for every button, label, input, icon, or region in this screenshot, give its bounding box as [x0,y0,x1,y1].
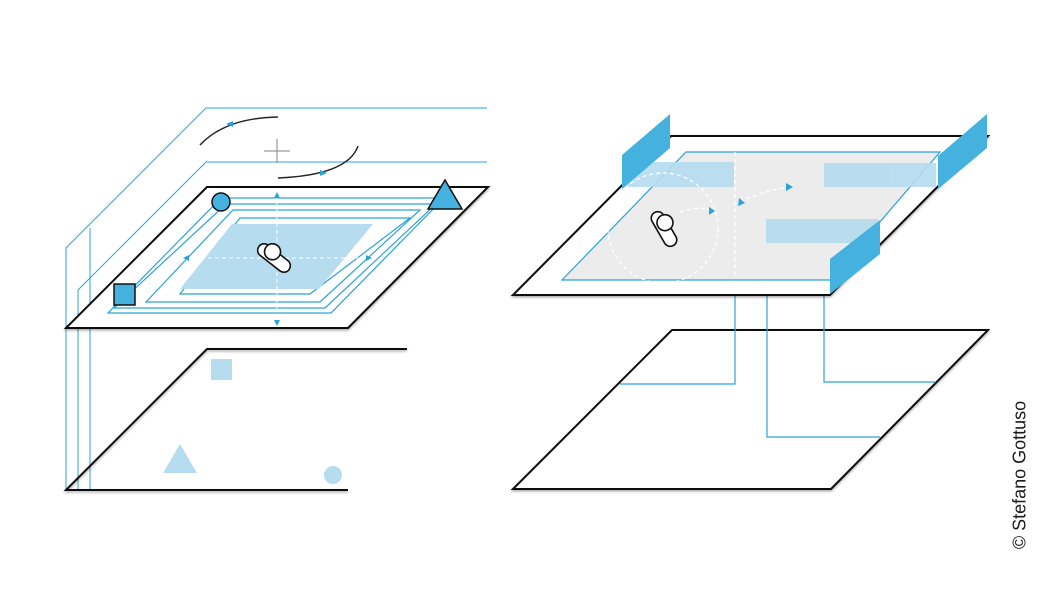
drop-connectors [620,262,935,438]
ghost-triangle [163,444,197,473]
ghost-circle [324,466,342,484]
square-marker [113,283,136,306]
right-diagram [510,114,991,490]
side-tabs [622,114,987,294]
cursor-hand-icon [256,242,292,273]
direction-arrows [709,183,793,215]
arrow-head [226,121,233,127]
ghost-square [211,359,232,380]
arrow-head [320,170,327,176]
nested-frames [106,197,446,314]
triangle-marker [426,178,464,210]
left-diagram [63,107,491,491]
crosshair-icon [264,139,290,163]
perspective-guides [65,107,487,490]
circle-marker [211,192,231,212]
cursor-hand-icon [650,210,678,248]
lower-plane [510,329,991,490]
lower-plane [63,348,407,491]
gesture-arcs [199,116,359,179]
direction-arrows [183,192,372,326]
credit-text: © Stefano Gottuso [1009,400,1030,550]
